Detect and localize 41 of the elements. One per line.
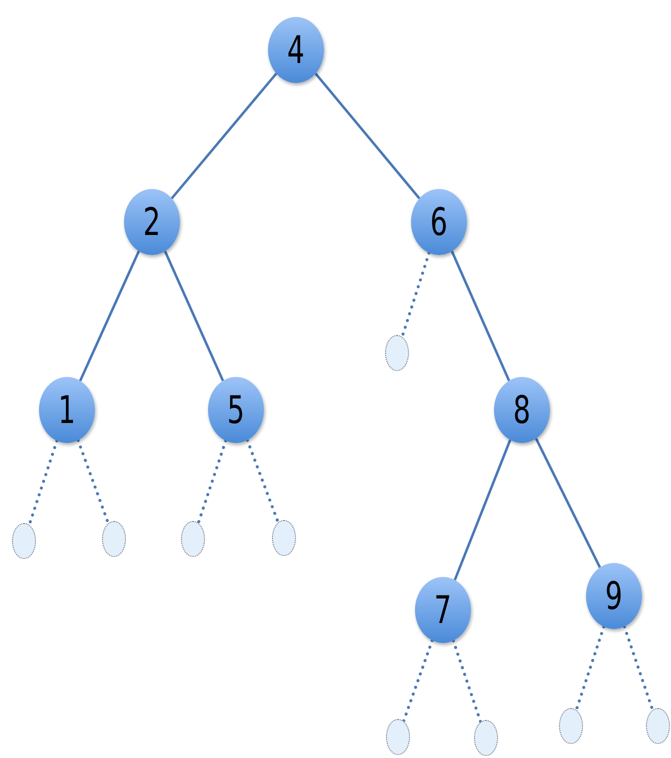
empty-node — [559, 708, 583, 744]
empty-node — [385, 335, 409, 371]
tree-node — [494, 377, 550, 443]
connector-line — [79, 250, 140, 382]
node-label: 7 — [434, 588, 452, 632]
tree-node — [411, 189, 467, 255]
dotted-connector — [402, 638, 434, 723]
connector-line — [164, 250, 224, 382]
tree-node — [268, 17, 324, 83]
node-label: 4 — [287, 28, 305, 72]
node-label: 8 — [513, 388, 531, 432]
connector-line — [450, 250, 510, 382]
empty-node — [181, 521, 205, 557]
empty-node — [386, 719, 410, 755]
tree-node — [586, 563, 642, 629]
node-label: 2 — [143, 200, 161, 244]
dotted-connector — [28, 439, 58, 526]
tree-node — [208, 377, 264, 443]
dotted-connector — [574, 625, 606, 712]
connector-line — [534, 438, 602, 568]
tree-node — [124, 189, 180, 255]
dotted-connector — [452, 639, 482, 724]
connector-line — [454, 439, 512, 581]
connector-line — [314, 72, 420, 200]
dotted-connector — [246, 438, 280, 524]
dotted-connector — [400, 251, 431, 338]
node-label: 9 — [605, 574, 623, 618]
dotted-connector — [196, 439, 228, 524]
node-label: 6 — [430, 200, 448, 244]
empty-node — [474, 720, 498, 756]
empty-node — [272, 520, 296, 556]
tree-node — [39, 377, 95, 443]
empty-node — [102, 521, 126, 557]
node-label: 1 — [58, 388, 76, 432]
dotted-connector — [76, 438, 110, 525]
empty-node — [12, 523, 36, 559]
dotted-connector — [622, 625, 654, 712]
node-label: 5 — [227, 388, 245, 432]
connector-line — [170, 72, 278, 200]
empty-node — [646, 708, 670, 744]
tree-node — [415, 577, 471, 643]
